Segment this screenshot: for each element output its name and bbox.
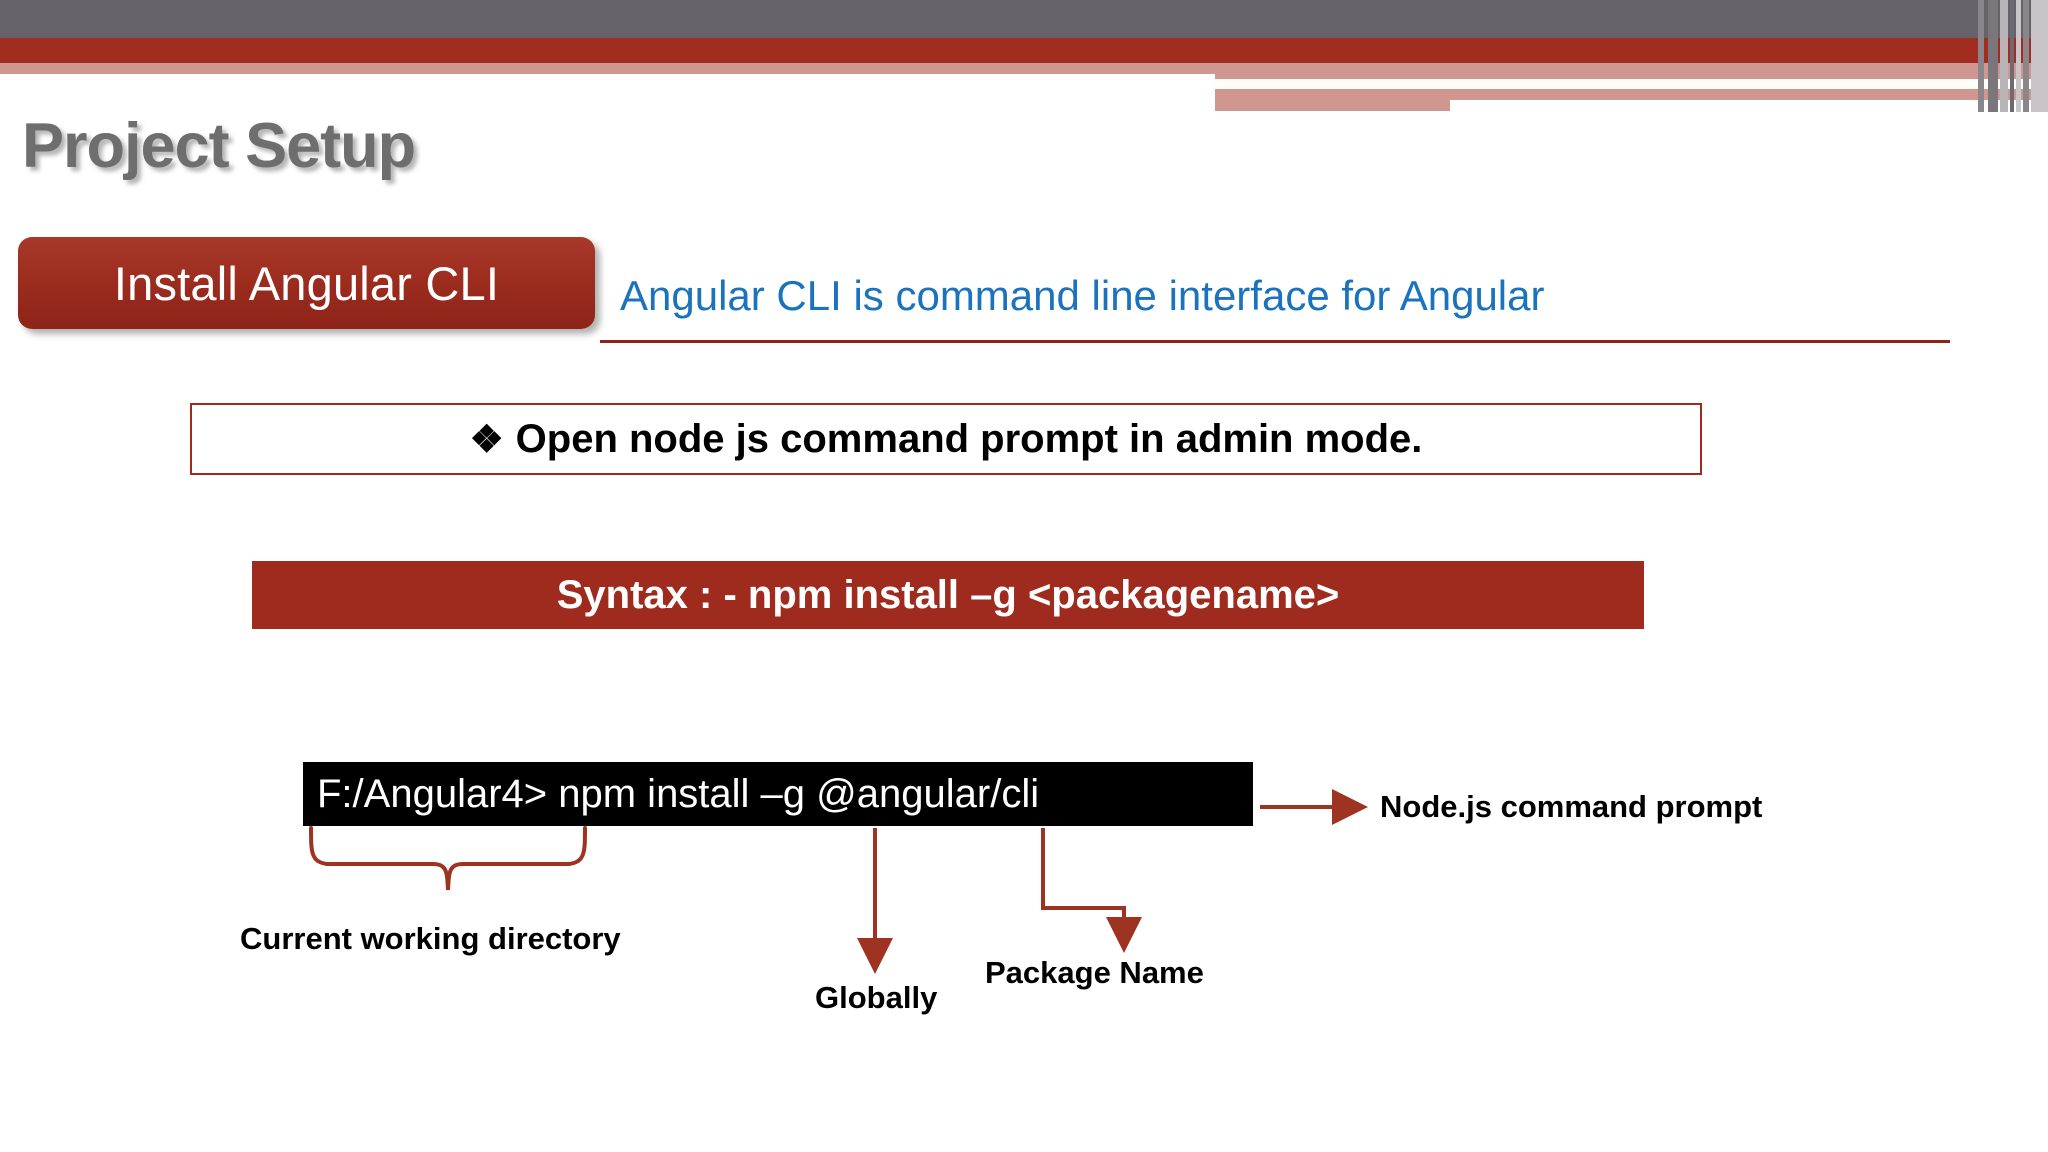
header-stripe-6: [2023, 0, 2029, 112]
header-divider-rule: [600, 340, 1950, 343]
syntax-text: Syntax : - npm install –g <packagename>: [556, 572, 1340, 617]
header-stripe-1: [1978, 0, 1984, 112]
header-gray-band: [0, 0, 2048, 38]
header-red-band: [0, 38, 2048, 63]
subtitle-text: Angular CLI is command line interface fo…: [620, 272, 1545, 319]
page-title: Project Setup: [22, 111, 416, 181]
header-pink-band-1: [0, 63, 1215, 74]
header-pink-band-2: [1215, 63, 2048, 83]
diamond-bullet-icon: ❖: [469, 418, 504, 461]
instruction-text: Open node js command prompt in admin mod…: [515, 416, 1423, 461]
annotation-package-name: Package Name: [985, 955, 1204, 990]
instruction-box: ❖ Open node js command prompt in admin mo…: [190, 403, 1702, 475]
header-stripe-4: [2010, 0, 2014, 112]
header-stripe-3: [2000, 0, 2008, 112]
header-white-gap-1: [1215, 79, 2048, 89]
terminal-command-text: F:/Angular4> npm install –g @angular/cli: [317, 771, 1040, 816]
header-stripe-7: [2031, 0, 2048, 112]
header-white-gap-2: [1450, 100, 2048, 112]
header-stripe-5: [2016, 0, 2021, 112]
annotation-node-command-prompt: Node.js command prompt: [1380, 789, 1763, 824]
install-angular-cli-badge[interactable]: Install Angular CLI: [18, 237, 595, 329]
instruction-line: ❖ Open node js command prompt in admin mo…: [470, 417, 1423, 462]
header-stripe-2: [1988, 0, 1998, 112]
annotation-globally: Globally: [815, 980, 938, 1015]
annotation-current-working-directory: Current working directory: [240, 921, 621, 956]
terminal-command-box: F:/Angular4> npm install –g @angular/cli: [303, 762, 1253, 826]
badge-label: Install Angular CLI: [113, 256, 500, 310]
syntax-bar: Syntax : - npm install –g <packagename>: [252, 561, 1644, 629]
